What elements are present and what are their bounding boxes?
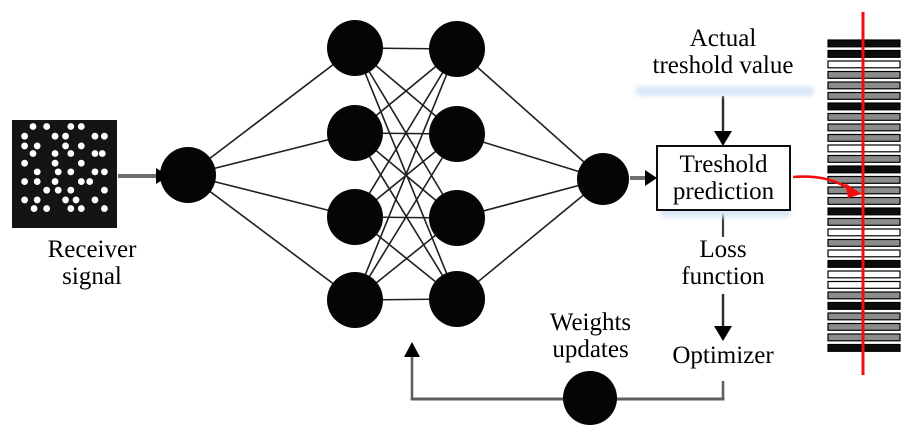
- threshold-prediction-line1: Treshold: [679, 151, 768, 178]
- actual-threshold-label: Actual treshold value: [633, 25, 813, 79]
- threshold-prediction-box: Treshold prediction: [656, 145, 791, 211]
- actual-threshold-label-line1: Actual: [689, 25, 757, 52]
- arrowhead: [156, 168, 169, 184]
- signal-dot: [43, 123, 51, 130]
- hidden-layer1-node: [327, 105, 383, 161]
- input-node: [160, 147, 216, 203]
- loss-function-label-line2: function: [681, 263, 765, 290]
- threshold-prediction-line2: prediction: [672, 178, 775, 205]
- edge-layer2-output: [456, 178, 604, 300]
- signal-dot: [101, 186, 108, 194]
- edge-layer2-output: [456, 48, 604, 180]
- signal-dot: [21, 132, 28, 140]
- receiver-signal-label: Receiver signal: [22, 236, 162, 290]
- receiver-signal-label-line2: signal: [62, 263, 122, 290]
- signal-dot: [91, 150, 99, 157]
- arrowhead: [714, 326, 732, 341]
- signal-dot: [51, 159, 59, 167]
- hidden-layer2-node: [429, 106, 485, 162]
- signal-dot: [77, 205, 85, 212]
- signal-dot: [62, 196, 69, 204]
- signal-dot: [62, 142, 69, 150]
- signal-dot: [51, 132, 59, 140]
- receiver-signal-label-line1: Receiver: [47, 236, 137, 263]
- edge-layer1-layer2: [354, 48, 458, 301]
- signal-dot: [91, 132, 99, 140]
- signal-dot: [21, 142, 28, 150]
- signal-dot: [21, 178, 28, 185]
- signal-dot: [21, 159, 28, 167]
- arrowhead: [404, 342, 420, 357]
- signal-dot: [43, 186, 51, 194]
- signal-dot: [33, 142, 41, 150]
- signal-dot: [91, 168, 99, 176]
- output-node: [577, 153, 629, 205]
- edge-input-layer1: [187, 132, 356, 176]
- signal-dot: [72, 196, 80, 204]
- edge-input-layer1: [187, 174, 356, 301]
- optimizer-label: Optimizer: [672, 342, 774, 369]
- signal-dot: [43, 205, 51, 212]
- hidden-layer2-node: [429, 190, 485, 246]
- prediction-arrowhead: [845, 183, 862, 198]
- signal-dot: [91, 196, 99, 204]
- signal-dot: [98, 150, 106, 157]
- edge-layer1-layer2: [354, 48, 458, 218]
- hidden-layer1-node: [327, 20, 383, 76]
- arrowhead: [714, 131, 732, 146]
- signal-dot: [33, 168, 41, 176]
- weights-updates-label-line2: updates: [552, 336, 629, 363]
- signal-dot: [86, 178, 94, 185]
- signal-dot: [67, 168, 75, 176]
- signal-dot: [51, 178, 59, 185]
- weights-update-node: [563, 371, 617, 425]
- signal-dot: [67, 186, 75, 194]
- signal-dot: [30, 205, 38, 212]
- signal-dot: [33, 196, 41, 204]
- actual-threshold-label-line2: treshold value: [652, 52, 794, 79]
- signal-dot: [54, 168, 62, 176]
- hidden-layer1-node: [327, 272, 383, 328]
- signal-dot: [101, 132, 108, 140]
- hidden-layer1-node: [327, 189, 383, 245]
- actual-label-shadow: [636, 86, 814, 96]
- signal-dot: [101, 205, 108, 212]
- signal-dot: [67, 150, 75, 157]
- signal-dot: [29, 123, 37, 130]
- signal-dot: [51, 150, 59, 157]
- edge-input-layer1: [187, 174, 356, 218]
- signal-dot: [77, 178, 85, 185]
- signal-dot: [77, 159, 85, 167]
- signal-dot: [21, 196, 28, 204]
- edge-layer1-layer2: [354, 133, 458, 301]
- loss-function-label: Loss function: [653, 236, 793, 290]
- loss-function-label-line1: Loss: [699, 236, 747, 263]
- weights-updates-label: Weights updates: [518, 309, 663, 363]
- arrowhead: [645, 170, 657, 186]
- signal-dot: [67, 205, 75, 212]
- weights-updates-label-line1: Weights: [549, 309, 632, 336]
- signal-dot: [54, 186, 62, 194]
- signal-dot: [62, 132, 69, 140]
- hidden-layer2-node: [429, 271, 485, 327]
- signal-dot: [29, 150, 37, 157]
- signal-dot: [77, 142, 85, 150]
- signal-dot: [101, 168, 108, 176]
- signal-dot: [77, 123, 85, 130]
- edge-input-layer1: [187, 47, 356, 176]
- signal-dot: [67, 123, 75, 130]
- hidden-layer2-node: [429, 21, 485, 77]
- signal-dot: [33, 178, 41, 185]
